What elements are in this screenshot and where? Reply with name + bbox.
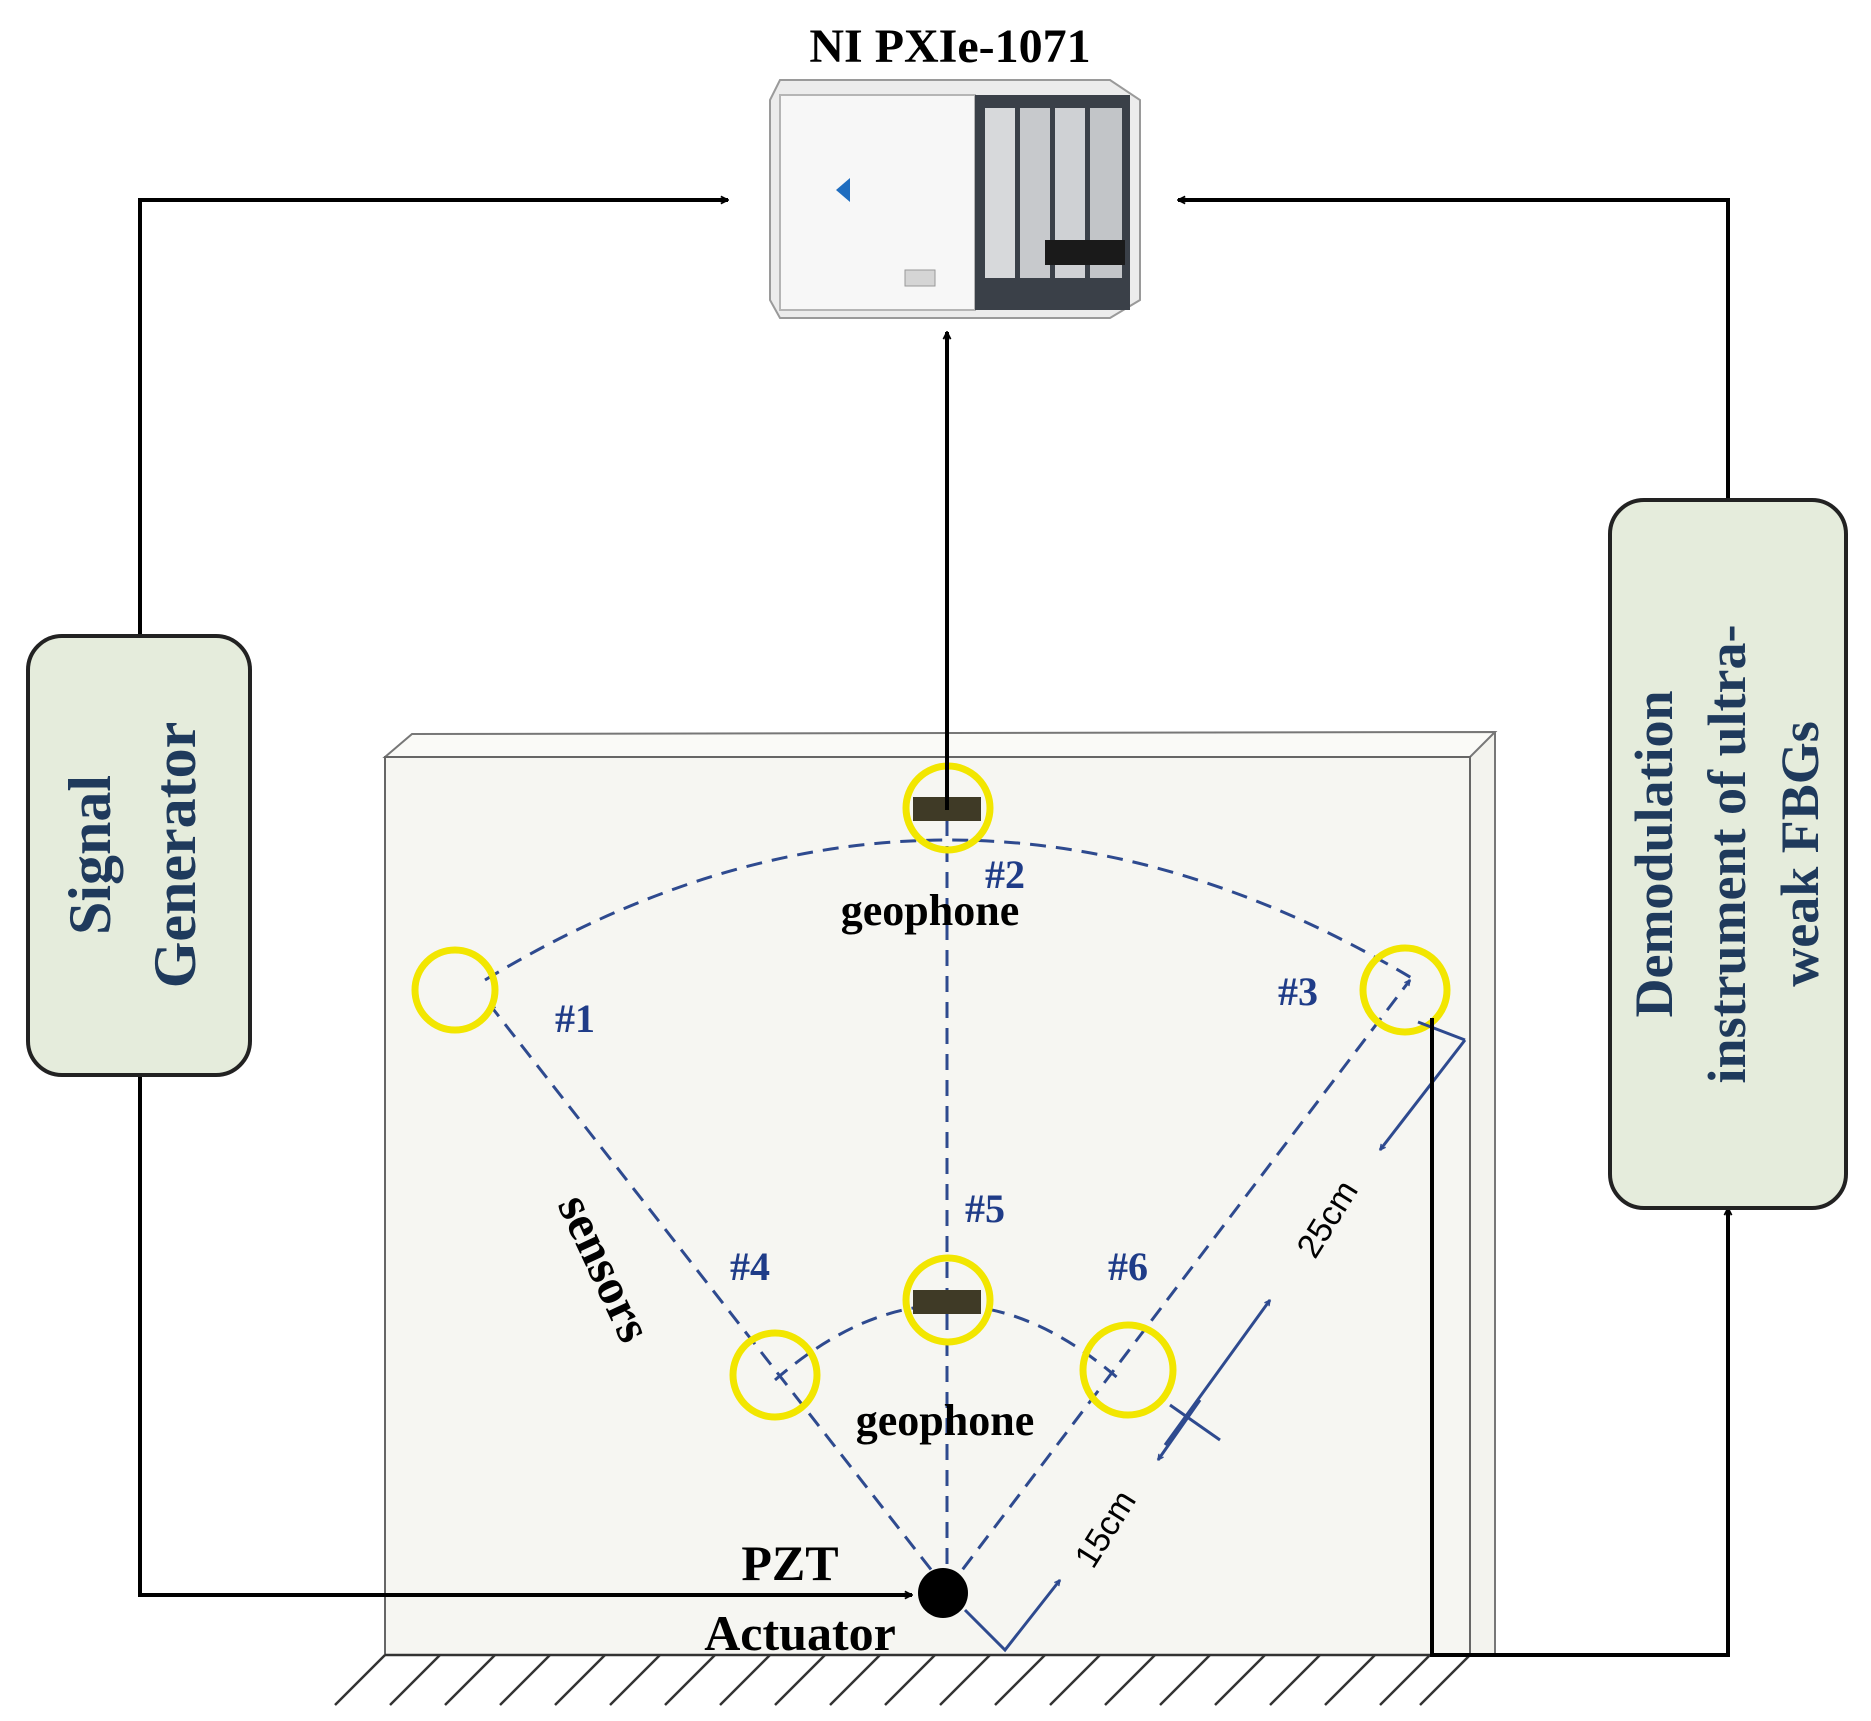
geophone-top-label: geophone bbox=[841, 886, 1019, 935]
demodulation-box: Demodulation instrument of ultra- weak F… bbox=[1608, 498, 1848, 1210]
generator-to-pzt-line bbox=[138, 1075, 912, 1595]
signal-generator-line2: Generator bbox=[142, 722, 208, 989]
sensor-4-label: #4 bbox=[730, 1244, 770, 1289]
sensor-3-label: #3 bbox=[1278, 969, 1318, 1014]
signal-generator-line1: Signal bbox=[57, 775, 123, 935]
fbg-to-demod-line bbox=[1430, 1018, 1728, 1657]
ni-pxie-chassis-image bbox=[769, 79, 1141, 319]
geophone-bottom-body bbox=[913, 1290, 981, 1314]
sensor-1-ring bbox=[411, 946, 499, 1034]
sensor-4-ring bbox=[729, 1329, 821, 1421]
connection-lines bbox=[138, 200, 1730, 1657]
daq-title: NI PXIe-1071 bbox=[809, 20, 1090, 73]
demodulation-line3: weak FBGs bbox=[1770, 721, 1830, 987]
path-to-sensor-1 bbox=[488, 1005, 949, 1591]
signal-generator-box: Signal Generator bbox=[26, 634, 252, 1077]
specimen-wall bbox=[382, 730, 1498, 1656]
demodulation-line2: instrument of ultra- bbox=[1697, 625, 1757, 1084]
sensor-1-label: #1 bbox=[555, 996, 595, 1041]
demod-to-daq-line bbox=[1178, 200, 1730, 500]
geophone-bottom-label: geophone bbox=[856, 1396, 1034, 1445]
sensor-5-label: #5 bbox=[965, 1186, 1005, 1231]
sensor-5-ring bbox=[902, 1254, 994, 1346]
dimension-markers bbox=[963, 1020, 1467, 1653]
generator-to-daq-line bbox=[138, 200, 728, 636]
sensor-3-ring bbox=[1359, 944, 1451, 1036]
sensor-6-ring bbox=[1079, 1321, 1177, 1419]
pzt-actuator-icon bbox=[918, 1568, 968, 1618]
demodulation-line1: Demodulation bbox=[1624, 690, 1684, 1017]
path-to-sensor-3 bbox=[945, 980, 1412, 1591]
ground-hatch bbox=[334, 1653, 1471, 1706]
actuator-label: Actuator bbox=[704, 1605, 896, 1661]
pzt-label: PZT bbox=[741, 1535, 838, 1591]
sensor-2-label: #2 bbox=[985, 852, 1025, 897]
sensor-6-label: #6 bbox=[1108, 1244, 1148, 1289]
